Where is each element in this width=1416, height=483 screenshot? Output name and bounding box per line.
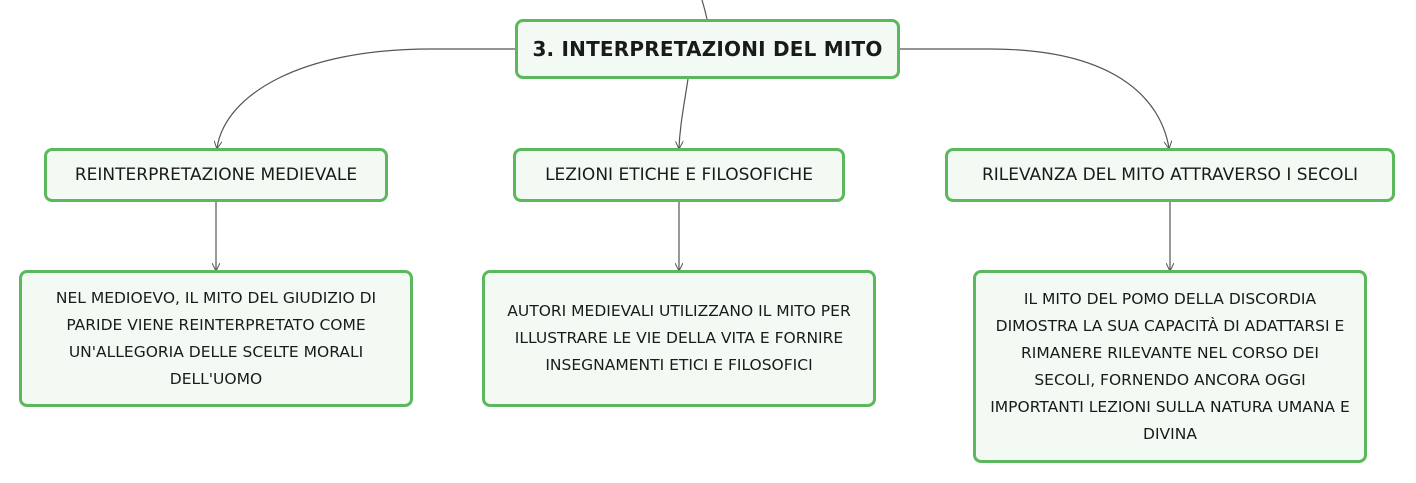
detail-node-text: IL MITO DEL POMO DELLA DISCORDIA DIMOSTR… [990,289,1350,443]
detail-node-text: NEL MEDIOEVO, IL MITO DEL GIUDIZIO DI PA… [55,288,377,388]
topic-node-medieval-reinterpretation[interactable]: REINTERPRETAZIONE MEDIEVALE [44,148,388,202]
connector-root-to-topic-1 [217,48,515,148]
root-node[interactable]: 3. INTERPRETAZIONI DEL MITO [515,19,900,79]
root-node-label: 3. INTERPRETAZIONI DEL MITO [532,37,883,61]
detail-node-text: AUTORI MEDIEVALI UTILIZZANO IL MITO PER … [507,302,851,374]
detail-node-relevance-through-centuries[interactable]: IL MITO DEL POMO DELLA DISCORDIA DIMOSTR… [973,270,1367,463]
detail-node-ethical-lessons[interactable]: AUTORI MEDIEVALI UTILIZZANO IL MITO PER … [482,270,876,407]
connector-root-to-topic-3 [900,48,1169,148]
topic-node-label: LEZIONI ETICHE E FILOSOFICHE [545,165,813,185]
topic-node-label: RILEVANZA DEL MITO ATTRAVERSO I SECOLI [981,165,1359,185]
detail-node-medieval-reinterpretation[interactable]: NEL MEDIOEVO, IL MITO DEL GIUDIZIO DI PA… [19,270,413,407]
connector-parent-to-root [701,0,708,20]
topic-node-relevance-through-centuries[interactable]: RILEVANZA DEL MITO ATTRAVERSO I SECOLI [945,148,1395,202]
topic-node-label: REINTERPRETAZIONE MEDIEVALE [74,165,358,185]
connector-root-to-topic-2 [679,78,689,148]
topic-node-ethical-lessons[interactable]: LEZIONI ETICHE E FILOSOFICHE [513,148,845,202]
